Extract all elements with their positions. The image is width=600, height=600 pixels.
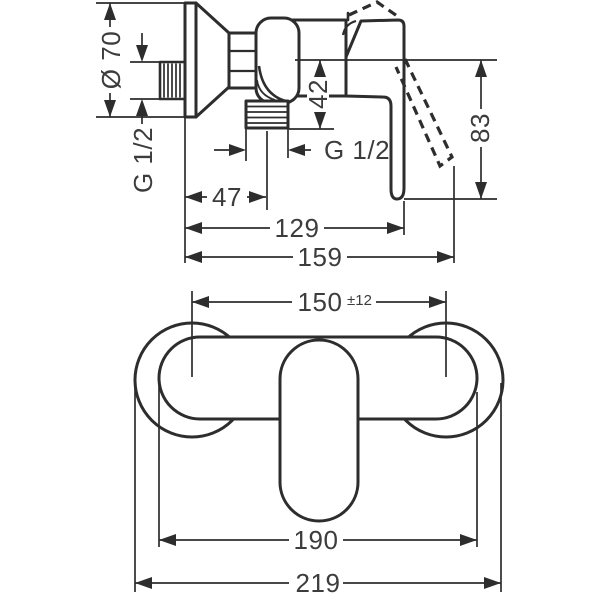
- dim-outlet-thread: G 1/2: [214, 135, 390, 165]
- dim-body-width-label: 190: [294, 525, 339, 555]
- dim-overall-width-label: 219: [296, 568, 341, 598]
- union-nut-ball: [254, 16, 301, 105]
- front-view: 150 ±12 190 219: [133, 287, 505, 598]
- handle-closed: [344, 18, 406, 201]
- dim-wall-to-handle-label: 129: [275, 213, 320, 243]
- dim-connection-tolerance-label: ±12: [347, 292, 372, 309]
- dim-handle-height: 83: [465, 60, 495, 199]
- dim-wall-thread-label: G 1/2: [128, 127, 158, 193]
- dim-wall-thread: G 1/2: [128, 33, 158, 196]
- side-view: Ø 70 G 1/2 42: [96, 0, 497, 272]
- dim-connection-centers-label: 150: [298, 287, 343, 317]
- wall-connection-thread: [158, 60, 187, 101]
- side-extension-lines: [96, 2, 497, 263]
- dim-total-depth: 159: [185, 242, 454, 272]
- dim-flange-diameter-label: Ø 70: [96, 31, 126, 89]
- handle-raised-dashed: [348, 0, 401, 20]
- dim-handle-height-label: 83: [465, 113, 495, 143]
- dim-overall-width: 219: [135, 568, 501, 598]
- hex-nut: [227, 31, 260, 90]
- dim-total-depth-label: 159: [298, 242, 343, 272]
- dim-outlet-drop: 42: [303, 60, 333, 129]
- escutcheon-cone: [194, 1, 231, 119]
- dim-outlet-drop-label: 42: [303, 79, 333, 109]
- dim-wall-to-handle: 129: [185, 213, 404, 243]
- dim-wall-to-outlet: 47: [185, 182, 266, 212]
- shower-hose-outlet: [244, 99, 290, 130]
- handle-swing-arc: [341, 19, 357, 36]
- dim-outlet-thread-label: G 1/2: [324, 135, 390, 165]
- dim-flange-diameter: Ø 70: [96, 3, 126, 117]
- flange-base-plate: [183, 1, 198, 119]
- dim-body-width: 190: [159, 525, 477, 555]
- front-extension-lines: [134, 291, 502, 592]
- handle-front: [278, 338, 360, 523]
- dim-wall-to-outlet-label: 47: [212, 182, 242, 212]
- dim-connection-centers: 150 ±12: [192, 287, 446, 317]
